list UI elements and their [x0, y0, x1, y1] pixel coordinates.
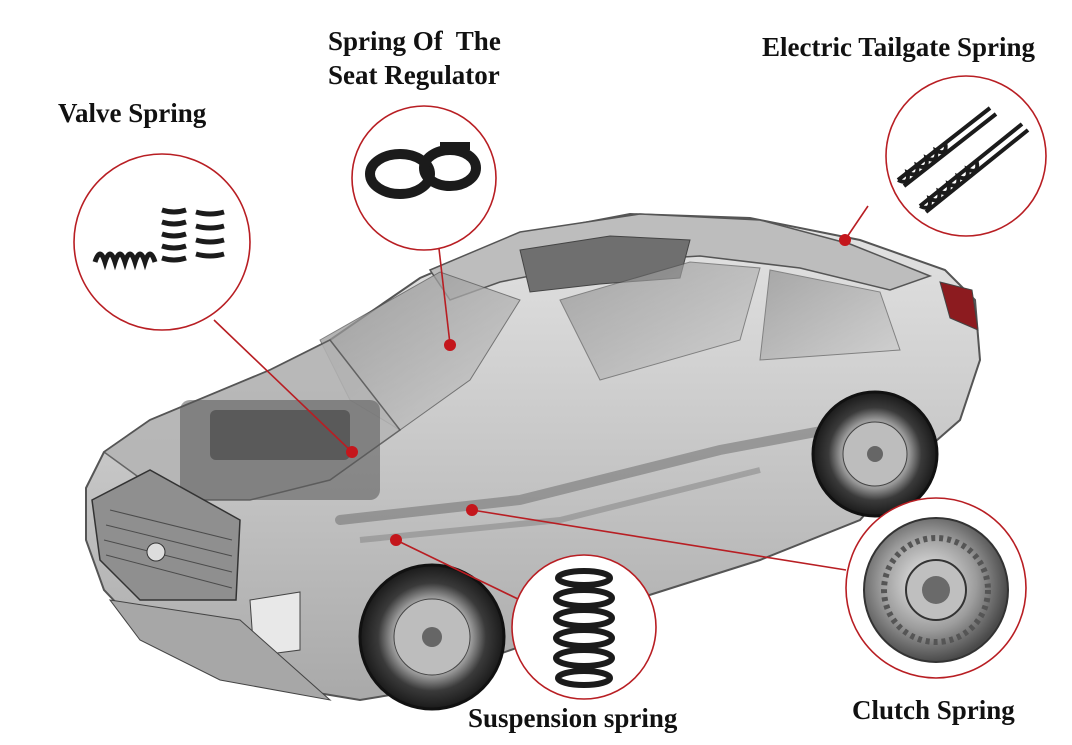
spiral-spring-icon	[365, 142, 481, 199]
seat-regulator-label-line2: Seat Regulator	[328, 60, 500, 90]
valve-spring-callout	[73, 153, 251, 331]
front-wheel	[358, 563, 506, 711]
valve-spring-icon	[92, 207, 225, 271]
seat-regulator-spring-label: Spring Of The Seat Regulator	[328, 24, 501, 92]
tailgate-spring-label: Electric Tailgate Spring	[762, 32, 1035, 62]
suspension-spring-label: Suspension spring	[468, 703, 678, 733]
rear-wheel	[811, 390, 939, 518]
car-body	[85, 212, 982, 702]
seat-regulator-label-line1: Spring Of The	[328, 26, 501, 56]
callout-dots	[346, 234, 851, 546]
suspension-spring-callout	[511, 554, 657, 700]
tailgate-spring-icon	[896, 106, 1030, 214]
seat-regulator-spring-callout	[351, 105, 497, 251]
valve-spring-label: Valve Spring	[58, 98, 207, 128]
clutch-spring-callout	[845, 497, 1027, 679]
clutch-spring-label: Clutch Spring	[852, 695, 1015, 725]
coil-spring-icon	[553, 568, 615, 688]
callout-lines	[213, 205, 869, 601]
tailgate-spring-callout	[885, 75, 1047, 237]
clutch-icon	[863, 517, 1009, 663]
